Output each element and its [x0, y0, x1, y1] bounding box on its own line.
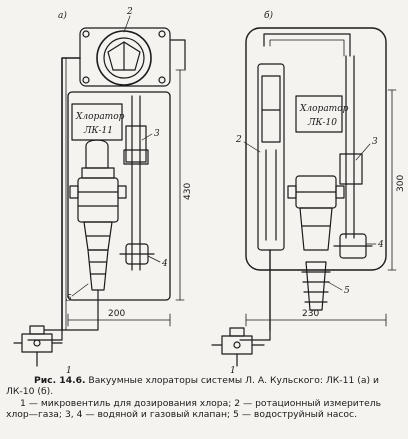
panel-a-dim-height: 430 — [183, 183, 193, 200]
panel-b-drawing — [211, 27, 397, 367]
panel-a-callout-1: 1 — [66, 366, 72, 376]
panel-a-drawing — [13, 15, 186, 367]
panel-a-callout-4: 4 — [161, 259, 168, 269]
panel-b-plate-line1: Хлоратор — [299, 104, 349, 114]
panel-b-callout-1: 1 — [230, 366, 236, 376]
panel-a-plate-line1: Хлоратор — [75, 112, 125, 122]
panel-a-tag: а) — [58, 10, 67, 21]
caption-legend: 1 — микровентиль для дозирования хлора; … — [6, 397, 382, 421]
caption-title: Вакуумные хлораторы системы Л. А. Кульск… — [6, 375, 379, 398]
figure-number: Рис. 14.6. — [34, 375, 86, 386]
caption-title-line: Рис. 14.6. Вакуумные хлораторы системы Л… — [6, 375, 402, 398]
panel-b-callout-3: 3 — [372, 137, 378, 147]
panel-a-callout-2: 2 — [126, 7, 133, 17]
panel-b-dim-height: 300 — [396, 175, 406, 192]
panel-b-dim-width: 230 — [302, 309, 319, 319]
panel-b-plate-line2: ЛК-10 — [307, 118, 337, 128]
figure-caption: Рис. 14.6. Вакуумные хлораторы системы Л… — [6, 375, 402, 421]
panel-a-callout-5: 5 — [66, 294, 72, 304]
panel-a-callout-3: 3 — [154, 129, 160, 139]
panel-b-callout-5: 5 — [344, 286, 350, 296]
panel-a-dim-width: 200 — [108, 309, 125, 319]
panel-b-callout-2: 2 — [235, 135, 242, 145]
panel-b-tag: б) — [264, 10, 273, 21]
panel-b-callout-4: 4 — [377, 240, 384, 250]
panel-a-plate-line2: ЛК-11 — [83, 126, 113, 136]
